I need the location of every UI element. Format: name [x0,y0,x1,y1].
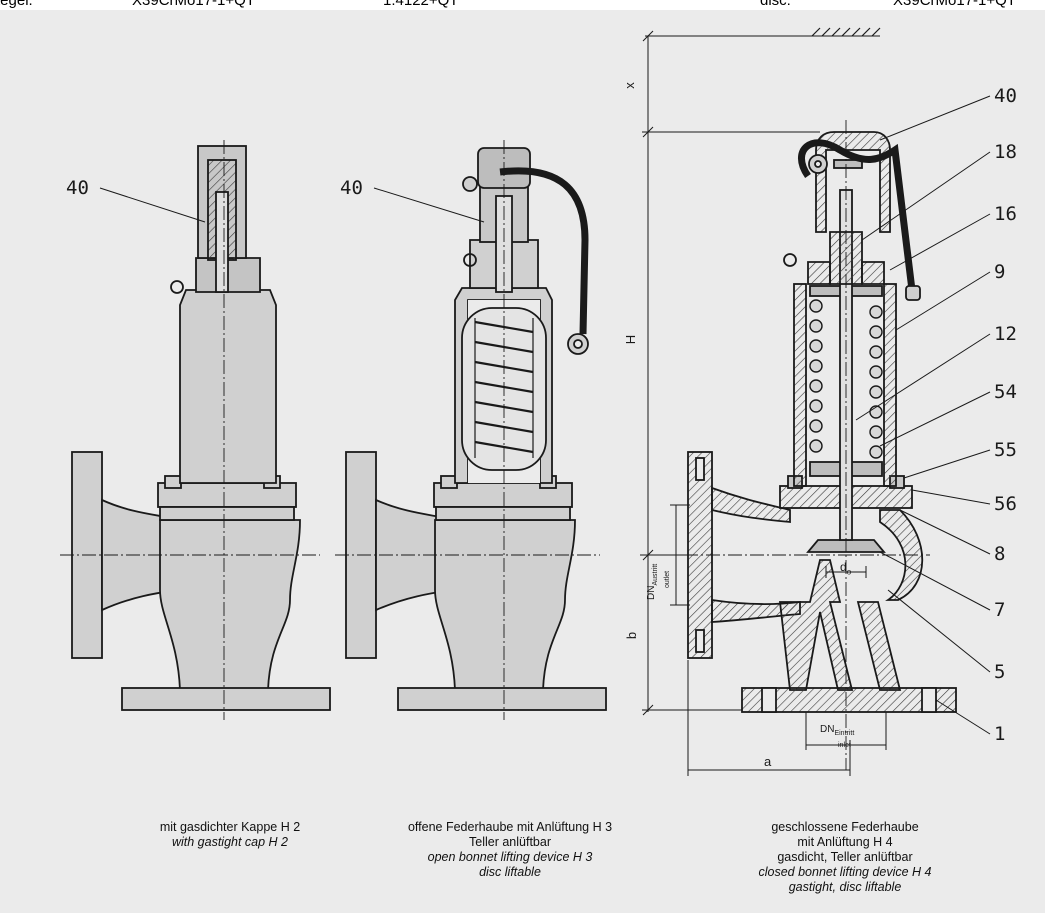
caption-right-german-2: mit Anlüftung H 4 [797,835,893,849]
callout-right-16: 16 [994,203,1017,225]
callout-leaders [99,95,991,735]
callout-right-7: 7 [994,599,1006,621]
valve-middle [345,147,607,711]
middle-gasket [435,506,571,521]
caption-middle: offene Federhaube mit Anlüftung H 3 Tell… [360,820,660,880]
caption-middle-english-1: open bonnet lifting device H 3 [427,850,593,864]
dim-label-dn-inlet: DNEintritt inlet [820,724,855,749]
middle-lifting-lever [499,167,589,335]
callout-right-5: 5 [994,661,1006,683]
middle-base-flange [397,687,607,711]
caption-middle-german-1: offene Federhaube mit Anlüftung H 3 [407,820,613,834]
caption-left-english: with gastight cap H 2 [171,835,289,849]
caption-right-german-1: geschlossene Federhaube [771,820,919,834]
callout-right-1: 1 [994,723,1006,745]
middle-valve-body [434,519,576,691]
right-pipe-upper-wall [711,486,791,523]
middle-lever-pivot [462,176,478,192]
dimension-lines [642,27,887,776]
callout-right-12: 12 [994,323,1017,345]
top-strip-label-5: X39CrMo17-1+QT [893,0,1016,9]
top-strip-label-2: X39CrMo17-1+QT [132,0,255,9]
top-strip-label-4: disc: [760,0,791,9]
right-spring [809,299,883,459]
dim-label-dn-outlet: DNAustritt outlet [646,563,671,600]
right-bonnet-left-wall [793,283,807,487]
dim-label-do: do [840,560,852,577]
dim-label-x: x [621,82,637,89]
caption-middle-german-2: Teller anlüftbar [469,835,551,849]
valve-right-section [687,131,957,713]
left-seal-ring [170,280,184,294]
caption-right-english-1: closed bonnet lifting device H 4 [758,865,932,879]
left-gasket [159,506,295,521]
callout-middle-40: 40 [340,177,363,199]
caption-left: mit gasdichter Kappe H 2 with gastight c… [110,820,350,850]
valve-left [71,145,331,711]
right-bonnet-right-wall [883,283,897,487]
right-nozzle [778,559,854,691]
callout-right-8: 8 [994,543,1006,565]
left-spindle [215,191,229,293]
callout-right-40: 40 [994,85,1017,107]
dim-label-a: a [764,754,772,769]
left-valve-body [159,519,301,691]
caption-right-english-2: gastight, disc liftable [788,880,902,894]
callout-right-18: 18 [994,141,1017,163]
right-lifting-lever [798,139,916,291]
callout-right-56: 56 [994,493,1017,515]
caption-left-german: mit gasdichter Kappe H 2 [159,820,301,834]
top-strip: tegel. X39CrMo17-1+QT 1.4122+QT disc: X3… [0,0,1045,10]
caption-right-german-3: gasdicht, Teller anlüftbar [777,850,913,864]
left-base-flange [121,687,331,711]
callout-right-9: 9 [994,261,1006,283]
top-strip-label-1: tegel. [0,0,33,9]
caption-middle-english-2: disc liftable [479,865,541,879]
top-strip-label-3: 1.4122+QT [383,0,459,9]
middle-seal-ring [463,253,477,267]
right-body-back-wall [879,509,924,601]
dim-label-h: H [623,334,639,345]
dim-label-b: b [624,631,640,640]
callout-right-55: 55 [994,439,1017,461]
right-seal-ring [783,253,797,267]
left-bolt-1 [164,475,182,489]
callout-right-54: 54 [994,381,1017,403]
callout-left-40: 40 [66,177,89,199]
right-body-right-leg [856,601,902,691]
caption-right: geschlossene Federhaube mit Anlüftung H … [720,820,970,895]
left-bonnet [179,289,277,484]
left-centre-lines [60,140,320,720]
middle-centre-lines [335,140,600,720]
right-base-flange [741,687,957,713]
